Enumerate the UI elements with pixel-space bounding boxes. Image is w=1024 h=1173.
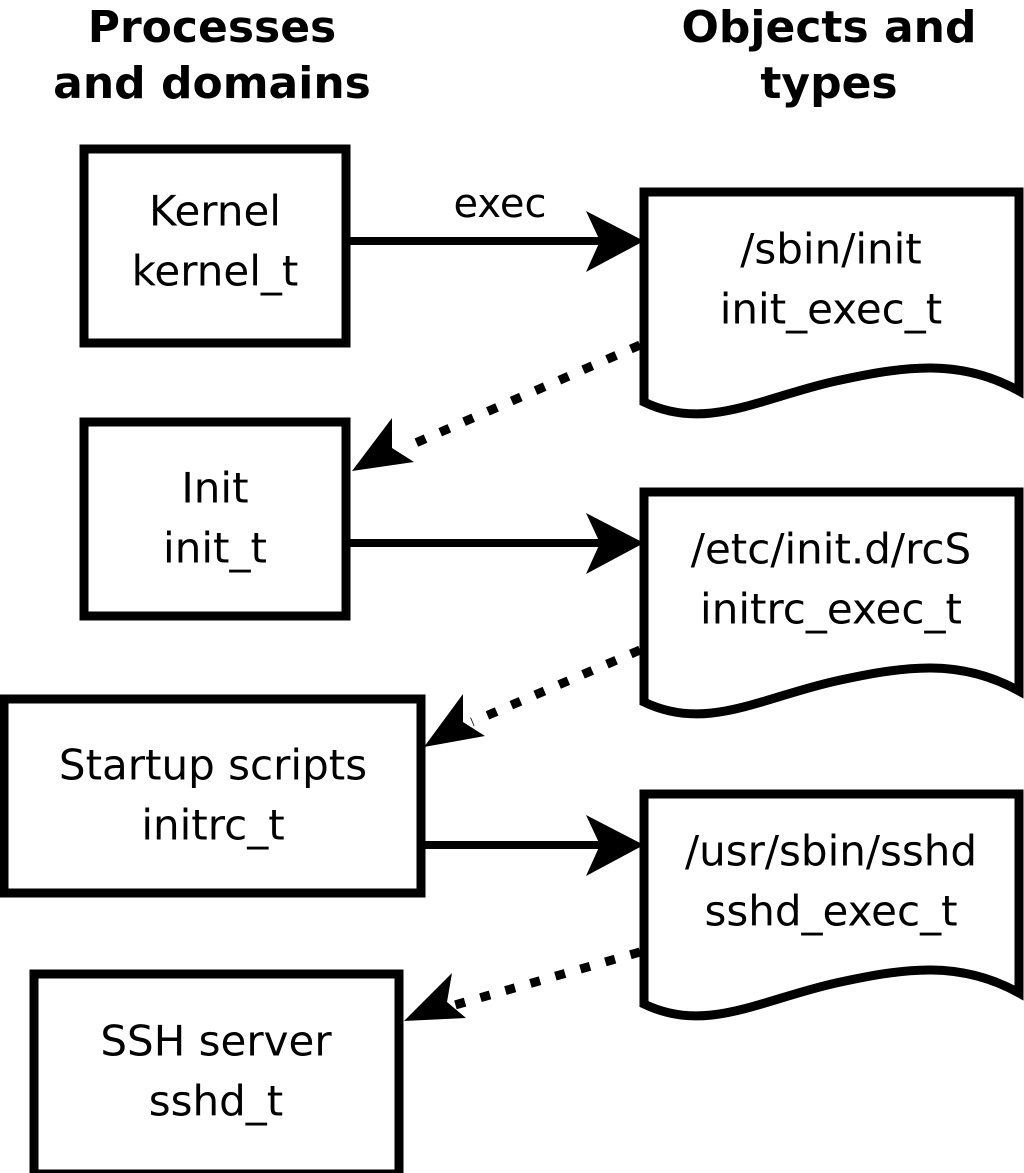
node-ssh-server-name: SSH server (100, 1017, 332, 1066)
node-init-exec-type: init_exec_t (720, 285, 943, 334)
node-startup-scripts[interactable]: Startup scripts initrc_t (0, 694, 426, 898)
node-init-exec[interactable]: /sbin/init init_exec_t (639, 187, 1024, 419)
arrowhead-right-icon (586, 211, 644, 272)
node-startup-scripts-type: initrc_t (141, 801, 284, 850)
column-header-objects-line2: types (760, 58, 897, 109)
arrowhead-right-icon (586, 513, 644, 574)
column-header-objects: Objects and types (682, 2, 977, 109)
node-startup-scripts-shape[interactable] (0, 694, 426, 898)
node-kernel[interactable]: Kernel kernel_t (79, 144, 351, 348)
node-initrc-exec-shape[interactable] (639, 487, 1024, 719)
edge-init-exec-transition-init (352, 340, 642, 471)
node-sshd-exec-type: sshd_exec_t (704, 887, 957, 936)
edge-initrc-exec-transition-initrc (424, 645, 642, 747)
node-ssh-server[interactable]: SSH server sshd_t (29, 969, 404, 1173)
column-header-processes: Processes and domains (53, 2, 371, 109)
edge-init-exec-initrc-exec (348, 513, 644, 574)
edge-label-exec: exec (454, 181, 547, 227)
column-header-processes-line1: Processes (88, 2, 337, 53)
column-header-objects-line1: Objects and (682, 2, 977, 53)
node-init-name: Init (181, 464, 248, 513)
node-init-exec-shape[interactable] (639, 187, 1024, 419)
node-initrc-exec-type: initrc_exec_t (700, 585, 962, 634)
node-sshd-exec-shape[interactable] (639, 789, 1024, 1021)
node-startup-scripts-name: Startup scripts (59, 741, 367, 790)
node-ssh-server-type: sshd_t (149, 1077, 284, 1126)
edge-kernel-exec-init-exec: exec (348, 181, 644, 272)
node-init-shape[interactable] (79, 417, 351, 621)
arrowhead-left-icon (352, 418, 414, 471)
node-kernel-shape[interactable] (79, 144, 351, 348)
arrowhead-right-icon (586, 815, 644, 876)
edge-initrc-exec-sshd-exec (423, 815, 644, 876)
node-kernel-name: Kernel (149, 187, 281, 236)
node-ssh-server-shape[interactable] (29, 969, 404, 1173)
arrowhead-left-icon (404, 973, 466, 1021)
node-sshd-exec-path: /usr/sbin/sshd (685, 827, 977, 876)
node-sshd-exec[interactable]: /usr/sbin/sshd sshd_exec_t (639, 789, 1024, 1021)
column-header-processes-line2: and domains (53, 58, 371, 109)
node-init-type: init_t (163, 524, 267, 573)
node-initrc-exec-path: /etc/init.d/rcS (691, 525, 971, 574)
edge-line (470, 645, 642, 727)
node-init[interactable]: Init init_t (79, 417, 351, 621)
arrowhead-left-icon (424, 694, 485, 747)
node-kernel-type: kernel_t (132, 247, 299, 296)
edge-sshd-exec-transition-sshd (404, 947, 642, 1021)
edge-line (453, 947, 642, 1010)
node-init-exec-path: /sbin/init (740, 225, 922, 274)
edge-line (402, 340, 642, 453)
node-initrc-exec[interactable]: /etc/init.d/rcS initrc_exec_t (639, 487, 1024, 719)
